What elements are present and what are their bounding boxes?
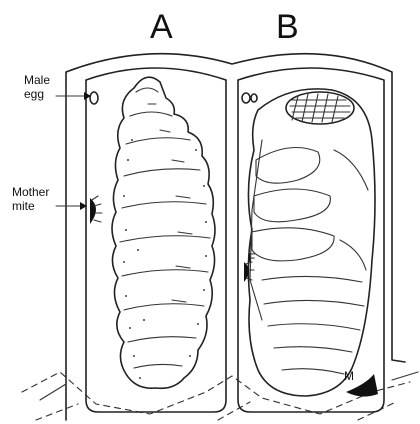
male-egg-arrow bbox=[56, 92, 91, 100]
male-egg-label-line2: egg bbox=[24, 87, 44, 101]
cell-a bbox=[86, 68, 226, 412]
pupa bbox=[248, 89, 375, 396]
mother-mite-label-line2: mite bbox=[12, 199, 35, 213]
cell-b bbox=[238, 68, 384, 412]
male-egg-label-line1: Male bbox=[24, 73, 50, 87]
female-marker: F bbox=[248, 251, 255, 265]
male-marker: M bbox=[344, 369, 354, 383]
mother-mite-label-line1: Mother bbox=[12, 185, 49, 199]
panel-letter-b: B bbox=[276, 8, 299, 46]
egg-b-2 bbox=[251, 94, 257, 102]
mother-mite-arrow bbox=[56, 202, 87, 210]
male-egg bbox=[90, 92, 98, 104]
panel-letter-a: A bbox=[150, 8, 173, 46]
larva bbox=[112, 77, 215, 388]
mother-mite bbox=[90, 196, 102, 224]
egg-b bbox=[242, 93, 250, 103]
